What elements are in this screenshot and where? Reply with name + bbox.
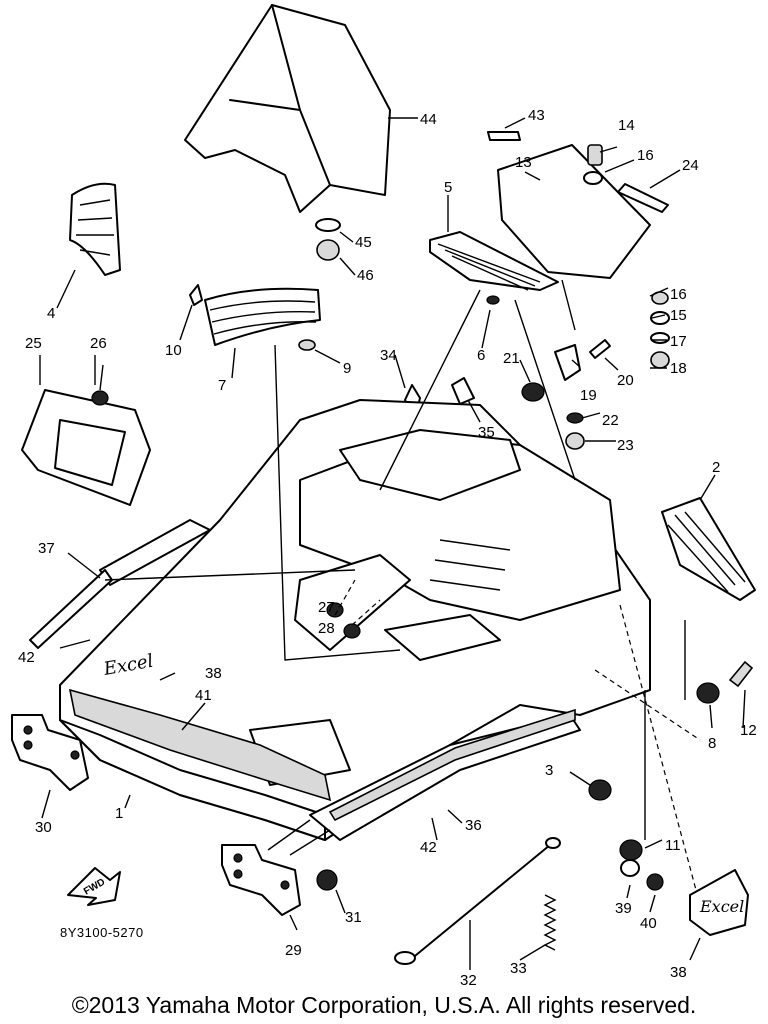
callout-17: 17 bbox=[670, 333, 687, 350]
access-panel-parts bbox=[429, 131, 651, 305]
callout-32: 32 bbox=[460, 972, 477, 985]
callout-40: 40 bbox=[640, 915, 657, 932]
cable-spring-parts bbox=[394, 837, 561, 965]
callout-38: 38 bbox=[205, 665, 222, 682]
callout-19: 19 bbox=[580, 387, 597, 404]
callout-8: 8 bbox=[708, 735, 716, 752]
callout-24: 24 bbox=[682, 157, 699, 174]
callout-46: 46 bbox=[357, 267, 374, 284]
callout-34: 34 bbox=[380, 347, 397, 364]
callout-42b: 42 bbox=[420, 839, 437, 856]
callout-14: 14 bbox=[618, 117, 635, 134]
callout-10: 10 bbox=[165, 342, 182, 359]
hinge-right-part bbox=[221, 844, 301, 916]
callout-9: 9 bbox=[343, 360, 351, 377]
callout-labels: 44 43 14 16 13 24 4 45 46 5 16 15 17 18 … bbox=[18, 107, 757, 985]
leader-lines bbox=[39, 279, 701, 906]
callout-43: 43 bbox=[528, 107, 545, 124]
callout-25: 25 bbox=[25, 335, 42, 352]
callout-15: 15 bbox=[670, 307, 687, 324]
headlight-frame-part bbox=[21, 389, 151, 506]
callout-18: 18 bbox=[670, 360, 687, 377]
callout-41: 41 bbox=[195, 687, 212, 704]
fastener-parts bbox=[583, 144, 670, 369]
copyright-notice: ©2013 Yamaha Motor Corporation, U.S.A. A… bbox=[71, 992, 697, 1018]
forward-arrow-icon: FWD bbox=[67, 867, 121, 906]
side-trim-part bbox=[69, 182, 121, 276]
callout-37: 37 bbox=[38, 540, 55, 557]
callout-11: 11 bbox=[665, 837, 681, 854]
svg-text:Excel: Excel bbox=[699, 897, 744, 916]
callout-33: 33 bbox=[510, 960, 527, 977]
hinge-left-part bbox=[11, 714, 89, 791]
side-grille-part bbox=[661, 497, 756, 601]
callout-2: 2 bbox=[712, 459, 720, 476]
callout-3: 3 bbox=[545, 762, 553, 779]
callout-39: 39 bbox=[615, 900, 632, 917]
callout-7: 7 bbox=[218, 377, 226, 394]
callout-21: 21 bbox=[503, 350, 520, 367]
callout-16b: 16 bbox=[670, 286, 687, 303]
callout-5: 5 bbox=[444, 179, 452, 196]
windshield-part bbox=[184, 4, 391, 213]
diagram-code: 8Y3100-5270 bbox=[60, 925, 144, 940]
callout-1: 1 bbox=[115, 805, 123, 822]
grommet-part bbox=[315, 218, 341, 261]
callout-29: 29 bbox=[285, 942, 302, 959]
callout-36: 36 bbox=[465, 817, 482, 834]
callout-31: 31 bbox=[345, 909, 362, 926]
callout-23: 23 bbox=[617, 437, 634, 454]
callout-27: 27 bbox=[318, 599, 335, 616]
callout-28: 28 bbox=[318, 620, 335, 637]
parts-diagram: Excel Excel FWD 44 43 14 16 13 24 4 45 4… bbox=[11, 4, 757, 985]
callout-4: 4 bbox=[47, 305, 55, 322]
callout-13: 13 bbox=[515, 154, 532, 171]
callout-26: 26 bbox=[90, 335, 107, 352]
hinge-latch-parts bbox=[521, 339, 611, 450]
emblem-part: Excel Excel bbox=[101, 651, 749, 936]
callout-22: 22 bbox=[602, 412, 619, 429]
callout-30: 30 bbox=[35, 819, 52, 836]
callout-6: 6 bbox=[477, 347, 485, 364]
hood-body bbox=[29, 399, 651, 841]
hardware-parts bbox=[316, 660, 754, 891]
callout-45: 45 bbox=[355, 234, 372, 251]
callout-16: 16 bbox=[637, 147, 654, 164]
callout-20: 20 bbox=[617, 372, 634, 389]
callout-35: 35 bbox=[478, 424, 495, 441]
callout-44: 44 bbox=[420, 111, 437, 128]
callout-38b: 38 bbox=[670, 964, 687, 981]
callout-12: 12 bbox=[740, 722, 757, 739]
callout-leaders bbox=[41, 117, 746, 970]
callout-42: 42 bbox=[18, 649, 35, 666]
vent-trim-parts bbox=[189, 284, 321, 351]
